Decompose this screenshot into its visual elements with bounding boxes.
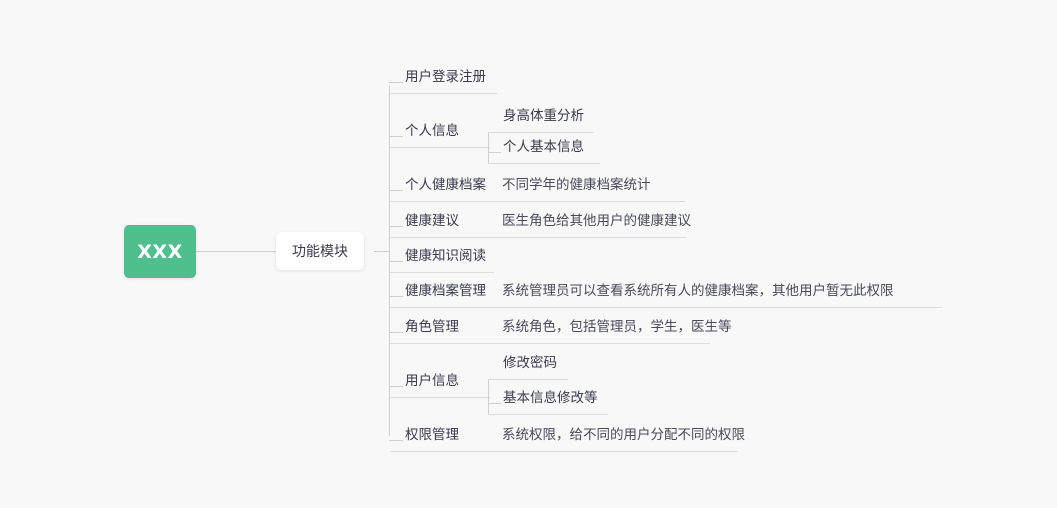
branch-connector-8 <box>389 386 403 387</box>
branch-desc-underline-6 <box>490 307 942 308</box>
branch-connector-9 <box>389 440 403 441</box>
branch-label-7[interactable]: 角色管理 <box>405 319 459 335</box>
branch-desc-underline-7 <box>490 343 710 344</box>
branch-label-1[interactable]: 用户登录注册 <box>405 69 486 85</box>
connector-level1-to-spine <box>374 251 390 252</box>
branch-underline-9 <box>390 451 490 452</box>
branch-label-9[interactable]: 权限管理 <box>405 427 459 443</box>
sub-label-8-1[interactable]: 修改密码 <box>503 355 557 371</box>
branch-label-5[interactable]: 健康知识阅读 <box>405 248 486 264</box>
branch-connector-4 <box>389 226 403 227</box>
branch-desc-9[interactable]: 系统权限，给不同的用户分配不同的权限 <box>502 427 745 443</box>
branch-desc-6[interactable]: 系统管理员可以查看系统所有人的健康档案，其他用户暂无此权限 <box>502 283 894 299</box>
branch-label-2[interactable]: 个人信息 <box>405 123 459 139</box>
branch-desc-7[interactable]: 系统角色，包括管理员，学生，医生等 <box>502 319 732 335</box>
branch-label-6[interactable]: 健康档案管理 <box>405 283 486 299</box>
sub-underline-8-2 <box>488 414 608 415</box>
branch-underline-2 <box>390 147 490 148</box>
root-node[interactable]: XXX <box>124 225 196 278</box>
branch-connector-3 <box>389 190 403 191</box>
sub-label-8-2[interactable]: 基本信息修改等 <box>503 390 598 406</box>
connector-root-to-level1 <box>196 251 276 252</box>
branch-underline-4 <box>390 237 490 238</box>
root-node-label: XXX <box>137 240 183 263</box>
level1-node-label: 功能模块 <box>292 244 348 260</box>
sub-label-2-1[interactable]: 身高体重分析 <box>503 108 584 124</box>
sub-underline-2-1 <box>488 132 594 133</box>
branch-connector-7 <box>389 332 403 333</box>
branch-label-4[interactable]: 健康建议 <box>405 213 459 229</box>
sub-connector-2-2 <box>488 152 501 153</box>
branch-desc-underline-4 <box>490 237 686 238</box>
branch-underline-1 <box>390 93 497 94</box>
branch-underline-7 <box>390 343 490 344</box>
branch-label-8[interactable]: 用户信息 <box>405 373 459 389</box>
branch-desc-underline-9 <box>490 451 738 452</box>
branch-connector-5 <box>389 261 403 262</box>
branch-underline-6 <box>390 307 490 308</box>
sub-connector-8-2 <box>488 403 501 404</box>
branch-label-3[interactable]: 个人健康档案 <box>405 177 486 193</box>
branch-desc-4[interactable]: 医生角色给其他用户的健康建议 <box>502 213 691 229</box>
branch-desc-underline-3 <box>490 201 685 202</box>
branch-connector-1 <box>389 82 403 83</box>
sub-underline-2-2 <box>488 163 600 164</box>
sub-spine-8 <box>488 379 489 414</box>
branch-connector-2 <box>389 136 403 137</box>
sub-label-2-2[interactable]: 个人基本信息 <box>503 139 584 155</box>
branch-underline-5 <box>390 272 494 273</box>
sub-underline-8-1 <box>488 379 568 380</box>
branch-underline-3 <box>390 201 490 202</box>
branch-desc-3[interactable]: 不同学年的健康档案统计 <box>502 177 651 193</box>
branch-underline-8 <box>390 397 490 398</box>
sub-spine-2 <box>488 132 489 163</box>
level1-node-functional-modules[interactable]: 功能模块 <box>276 232 364 270</box>
branch-connector-6 <box>389 296 403 297</box>
